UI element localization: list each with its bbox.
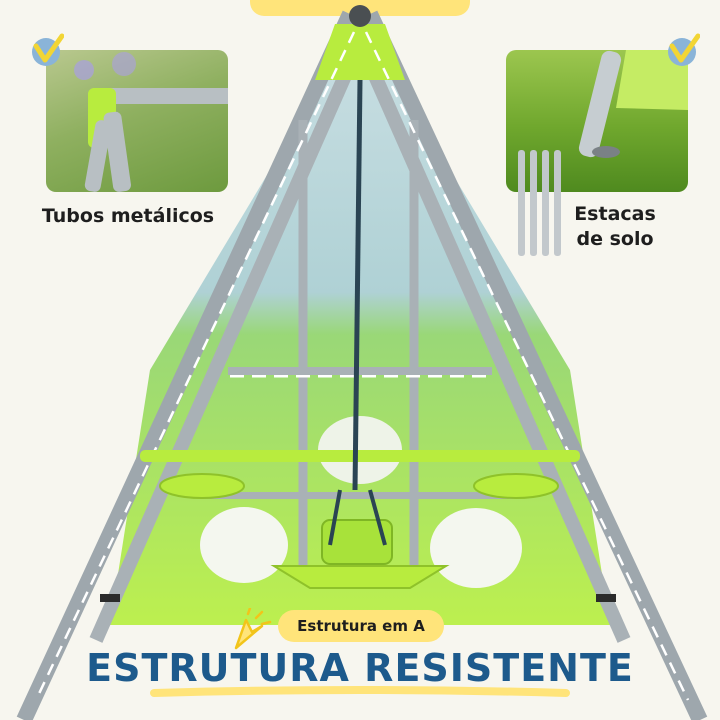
metal-tubes-photo: [46, 50, 228, 192]
crossbar: [228, 367, 492, 375]
top-connector: [315, 24, 405, 80]
frame-leg: [16, 10, 358, 720]
tent-panel: [110, 20, 610, 625]
crossbar: [200, 492, 520, 499]
top-hook: [349, 5, 371, 27]
tent-window: [430, 508, 522, 588]
ground-stakes-caption: Estacas de solo: [540, 202, 690, 252]
frame-type-badge: Estrutura em A: [278, 610, 444, 642]
crossbar-lime: [140, 450, 580, 462]
page-headline: ESTRUTURA RESISTENTE: [86, 646, 634, 690]
cursor-pointer-icon: [234, 608, 272, 650]
check-badge-icon: [668, 33, 700, 66]
side-seat: [159, 473, 245, 499]
headline-underline: [150, 686, 570, 697]
swing-seat: [270, 565, 450, 589]
side-seat: [473, 473, 559, 499]
ground-stakes-caption-line1: Estacas: [574, 203, 656, 225]
frame-leg: [362, 10, 708, 720]
ground-stakes-icon: [518, 150, 561, 256]
swing-rope: [352, 79, 363, 491]
ground-stakes-caption-line2: de solo: [576, 228, 654, 250]
tent-window: [200, 507, 288, 583]
check-badge-icon: [32, 33, 64, 66]
frame-leg: [89, 57, 359, 643]
metal-tubes-caption: Tubos metálicos: [41, 205, 215, 227]
